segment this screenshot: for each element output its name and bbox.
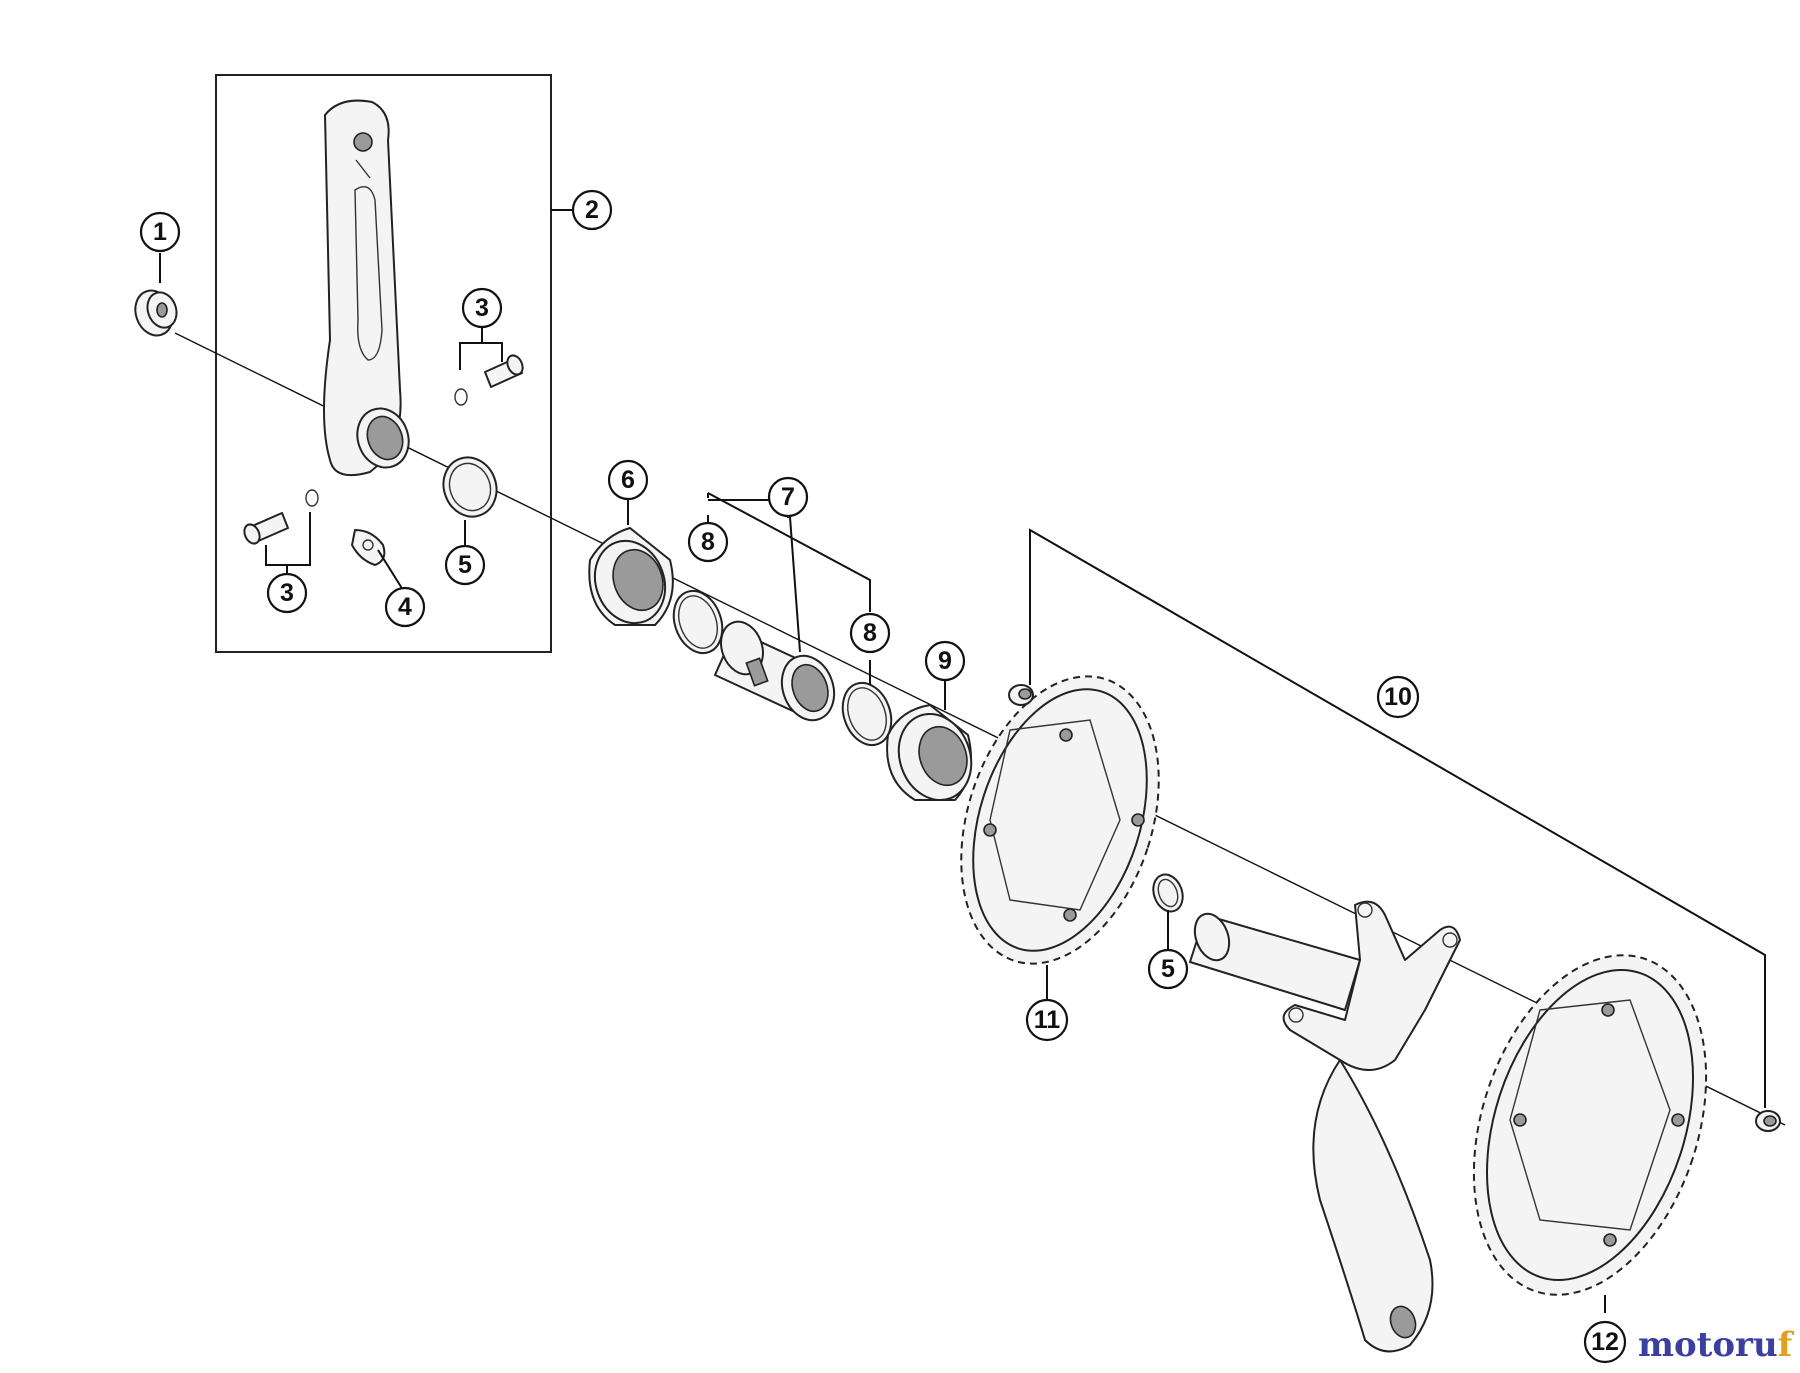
right-crank-arm-part (1282, 900, 1461, 1353)
bb-sleeve-part (714, 620, 836, 722)
svg-text:motoruf: motoruf (1638, 1325, 1795, 1365)
chainring-bolt-top-part (1008, 684, 1034, 706)
svg-text:3: 3 (280, 579, 294, 607)
pinch-bolt-lower-part (243, 489, 319, 545)
callout-2: 2 (571, 189, 613, 231)
watermark-text: motoru (1638, 1325, 1778, 1365)
callout-1: 1 (139, 211, 181, 253)
crank-spindle-part (1189, 912, 1361, 1011)
callout-9: 9 (924, 640, 966, 682)
svg-text:4: 4 (398, 593, 412, 621)
callout-3-upper: 3 (461, 287, 503, 329)
callout-8-upper: 8 (687, 521, 729, 563)
left-crank-group-box (215, 74, 552, 653)
left-crank-arm-part (323, 99, 410, 476)
svg-text:11: 11 (1034, 1006, 1061, 1034)
pinch-bolt-upper-part (454, 354, 524, 406)
large-chainring-part (1472, 954, 1708, 1296)
assembly-axis-line (174, 332, 1786, 1126)
svg-text:12: 12 (1591, 1328, 1619, 1356)
callout-6: 6 (607, 459, 649, 501)
svg-text:8: 8 (701, 528, 715, 556)
svg-text:10: 10 (1384, 683, 1412, 711)
svg-text:8: 8 (863, 619, 877, 647)
svg-text:3: 3 (475, 294, 489, 322)
callout-11: 11 (1025, 998, 1069, 1042)
bb-cup-right-part (886, 704, 973, 802)
svg-text:6: 6 (621, 466, 635, 494)
ring-washer-upper-part (442, 456, 498, 518)
bb-cup-left-part (588, 527, 674, 626)
watermark-accent: f (1778, 1325, 1795, 1365)
chainring-bolt-right-part (1755, 1110, 1781, 1132)
svg-text:7: 7 (781, 483, 795, 511)
callout-3-lower: 3 (266, 572, 308, 614)
callout-7: 7 (767, 476, 809, 518)
svg-text:5: 5 (458, 551, 472, 579)
small-chainring-part (960, 675, 1160, 965)
svg-text:5: 5 (1161, 955, 1175, 983)
ring-washer-lower-part (1152, 873, 1184, 913)
callout-10: 10 (1376, 675, 1420, 719)
callout-5-lower: 5 (1147, 948, 1189, 990)
crank-cap-part (134, 289, 178, 337)
callout-12: 12 (1583, 1320, 1627, 1364)
callout-5-upper: 5 (444, 544, 486, 586)
safety-plate-part (351, 529, 386, 566)
callout-4: 4 (384, 586, 426, 628)
motoruf-watermark-logo: motoruf (1638, 1325, 1795, 1365)
svg-text:9: 9 (938, 647, 952, 675)
svg-text:1: 1 (153, 218, 167, 246)
svg-text:2: 2 (585, 196, 599, 224)
callout-8-lower: 8 (849, 612, 891, 654)
